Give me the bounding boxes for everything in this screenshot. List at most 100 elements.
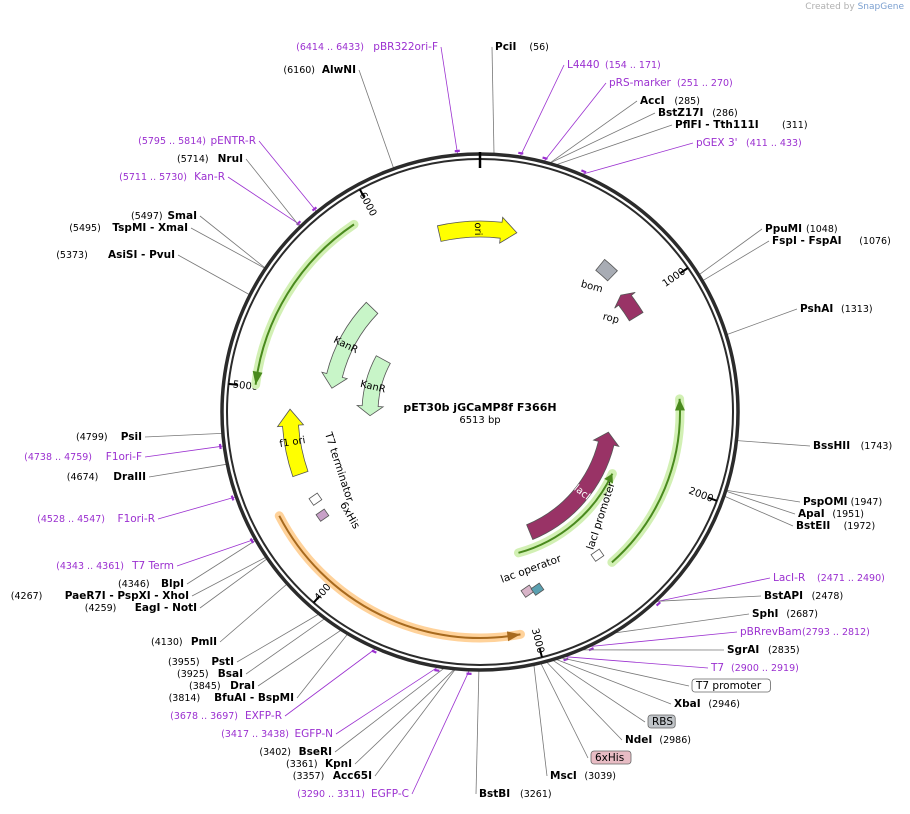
site-name: BfuAI - BspMI <box>214 692 294 704</box>
site-name: F1ori-F <box>106 451 142 463</box>
site-label-apai: ApaI(1951) <box>798 508 864 520</box>
site-location: (1076) <box>859 236 891 247</box>
feature-ori <box>436 216 518 244</box>
leader-line <box>552 660 646 723</box>
tick-mark <box>358 188 365 198</box>
site-name: BseRI <box>299 746 332 758</box>
site-name: EGFP-N <box>294 728 333 740</box>
leader-line <box>191 557 266 597</box>
feature-box-label: T7 promoter <box>695 680 762 692</box>
site-label-t7-promoter: T7 promoter <box>691 678 771 693</box>
feature-box-label: RBS <box>652 716 673 728</box>
gcamp-arrowhead <box>506 631 521 642</box>
leader-line <box>199 558 268 609</box>
site-location: (2471 .. 2490) <box>817 573 885 584</box>
tick-label: 6000 <box>357 191 379 219</box>
site-location: (3814) <box>169 693 201 704</box>
feature-label-f1ori: f1 ori <box>279 435 306 450</box>
site-label-bsai: BsaI(3925) <box>177 668 243 680</box>
site-location: (1048) <box>806 224 838 235</box>
leader-line <box>176 538 255 567</box>
site-location: (3290 .. 3311) <box>297 789 365 800</box>
snapgene-logo: SnapGene <box>857 2 904 12</box>
primer-site-mark <box>580 169 587 174</box>
site-name: L4440 <box>567 59 600 71</box>
primer-site-mark <box>249 538 255 544</box>
tick-mark <box>538 648 543 658</box>
site-name: pGEX 3' <box>696 137 738 149</box>
site-name: Acc65I <box>333 770 372 782</box>
site-label-sgrai: SgrAI(2835) <box>727 644 800 656</box>
site-name: PpuMI <box>765 223 802 235</box>
site-label-egfp-c: EGFP-C (3290 .. 3311) <box>297 788 409 800</box>
site-label-bfuai-bspmi: BfuAI - BspMI (3814) <box>169 692 294 704</box>
credit-text: Created by SnapGene <box>805 2 904 12</box>
site-label-kpni: KpnI(3361) <box>286 758 352 770</box>
site-location: (286) <box>712 108 738 119</box>
site-name: F1ori-R <box>118 513 155 525</box>
site-location: (4259) <box>85 603 117 614</box>
site-location: (154 .. 171) <box>605 60 661 71</box>
feature-box <box>590 750 632 765</box>
site-name: EGFP-C <box>371 788 409 800</box>
feature-rop <box>614 291 644 322</box>
leader-line <box>564 656 709 669</box>
leader-line <box>157 496 236 520</box>
cds-inner-line <box>518 473 614 554</box>
site-name: PaeR7I - PspXI - XhoI <box>65 590 189 602</box>
site-name: XbaI <box>674 698 701 710</box>
tick-label: 1000 <box>661 266 688 290</box>
feature-box <box>691 678 771 693</box>
site-label-alwni: AlwNI(6160) <box>283 64 356 76</box>
site-label-pgex-3-: pGEX 3'(411 .. 433) <box>696 137 802 149</box>
site-label-pflfi-tth111i: PflFI - Tth111I(311) <box>675 119 808 131</box>
site-label-pentr-r: pENTR-R(5795 .. 5814) <box>138 135 256 147</box>
site-location: (311) <box>782 120 808 131</box>
site-label-laci-r: LacI-R(2471 .. 2490) <box>773 572 885 584</box>
site-location: (4528 .. 4547) <box>37 514 105 525</box>
site-location: (1972) <box>844 521 876 532</box>
site-label-f1ori-f: F1ori-F (4738 .. 4759) <box>24 451 142 463</box>
leader-line <box>186 540 256 585</box>
site-name: PsiI <box>121 431 142 443</box>
site-location: (6414 .. 6433) <box>296 42 364 53</box>
site-location: (3678 .. 3697) <box>170 711 238 722</box>
leader-line <box>335 667 438 735</box>
site-name: PciI <box>495 41 516 53</box>
site-label-acc65i: Acc65I(3357) <box>293 770 372 782</box>
site-label-smai: SmaI(5497) <box>131 210 197 222</box>
leader-line <box>358 69 394 169</box>
leader-line <box>550 100 638 164</box>
gcamp-line <box>278 515 521 639</box>
leader-line <box>737 440 811 447</box>
inner-feature-label: lac operator <box>499 552 564 585</box>
site-label-fspi-fspai: FspI - FspAI(1076) <box>772 235 891 247</box>
leader-line <box>144 433 222 438</box>
site-label-rbs: RBS <box>647 714 676 729</box>
site-label-pcii: PciI(56) <box>495 41 549 53</box>
site-location: (5373) <box>56 250 88 261</box>
feature-label-rop: rop <box>602 311 621 326</box>
site-label-nrui: NruI(5714) <box>177 153 243 165</box>
site-location: (4738 .. 4759) <box>24 452 92 463</box>
site-name: SgrAI <box>727 644 759 656</box>
site-location: (4799) <box>76 432 108 443</box>
site-name: AccI <box>640 95 664 107</box>
site-name: PshAI <box>800 303 833 315</box>
leader-line <box>533 665 548 777</box>
site-location: (3402) <box>259 747 291 758</box>
leader-line <box>334 668 445 753</box>
site-label-bstapi: BstAPI(2478) <box>764 590 843 602</box>
site-location: (3925) <box>177 669 209 680</box>
leader-line <box>258 140 317 212</box>
primer-site-mark <box>655 601 662 607</box>
site-label-sphi: SphI(2687) <box>752 608 818 620</box>
primer-site-mark <box>434 668 440 672</box>
primer-site-mark <box>518 151 524 155</box>
leader-line <box>582 142 694 175</box>
site-name: BlpI <box>161 578 184 590</box>
site-label-pshai: PshAI(1313) <box>800 303 873 315</box>
site-name: pRS-marker <box>609 77 672 89</box>
leader-line <box>475 670 480 795</box>
